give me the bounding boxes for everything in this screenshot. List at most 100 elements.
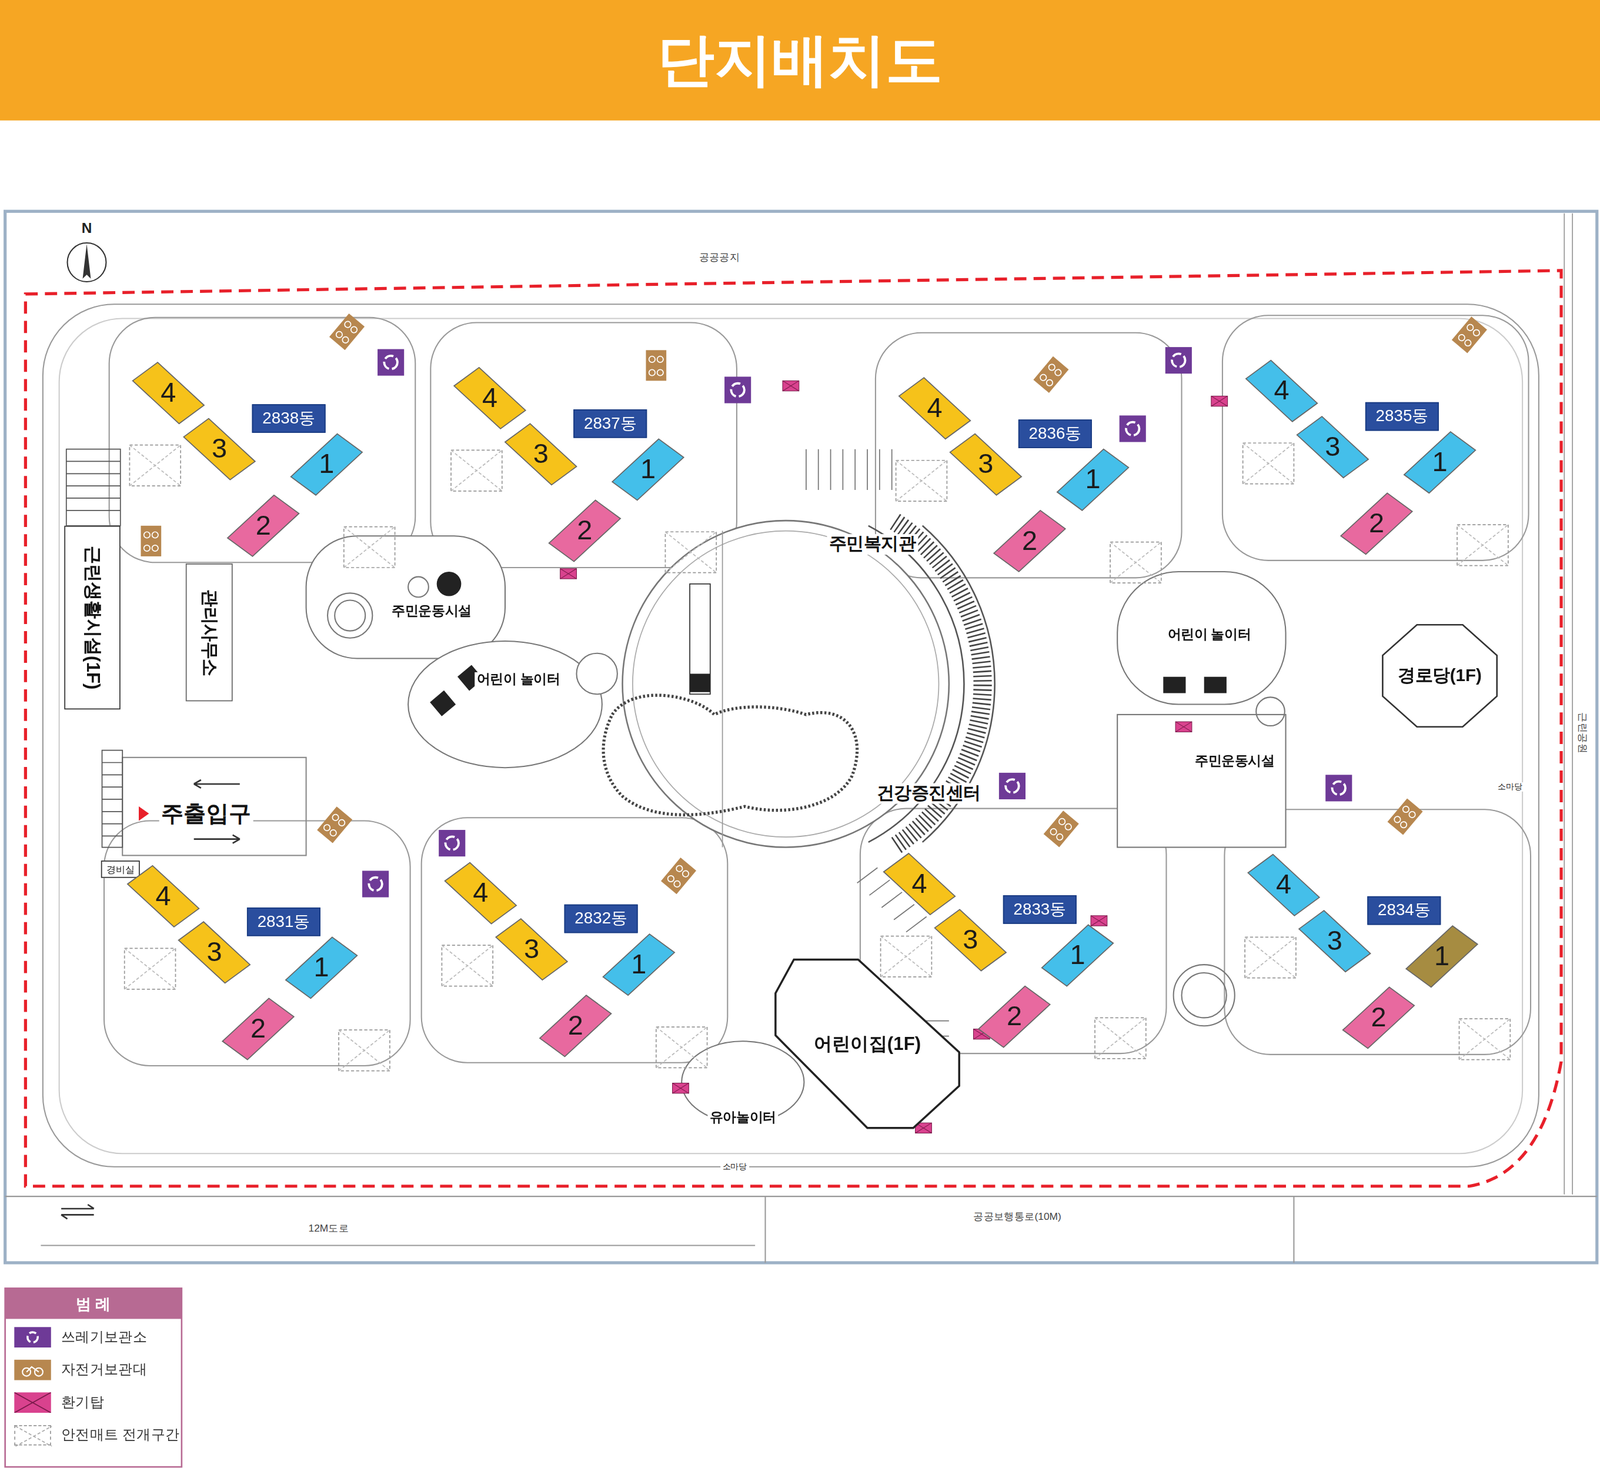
bike-rack-icons xyxy=(140,525,162,557)
unit-line-block: 3 xyxy=(934,909,1007,971)
unit-line-block-shape xyxy=(1340,492,1412,554)
unit-line-block-shape xyxy=(603,933,675,995)
safety-mats xyxy=(1457,524,1509,566)
playgrounds xyxy=(576,653,617,694)
unit-line-block: 4 xyxy=(1247,854,1319,916)
safety-mats xyxy=(880,936,933,977)
unit-line-block: 4 xyxy=(132,362,205,424)
road-network xyxy=(59,318,1523,1154)
north-compass xyxy=(67,242,107,282)
unit-line-block-text: 3 xyxy=(211,433,227,466)
site-frame xyxy=(5,211,1598,1263)
site-frame xyxy=(61,1204,95,1219)
playgrounds xyxy=(1173,964,1235,1026)
unit-line-block-shape xyxy=(993,510,1065,572)
safety-mats xyxy=(343,526,396,568)
playgrounds xyxy=(306,535,506,658)
legend-text: 쓰레기보관소 xyxy=(61,1327,148,1345)
retail-building: 근린생활시설(1F) xyxy=(64,525,120,710)
road-network xyxy=(430,322,737,568)
bike-rack-icons xyxy=(1387,797,1424,835)
retail-building-text: 근린생활시설(1F) xyxy=(81,545,103,690)
trash-storage-icons xyxy=(1119,415,1147,442)
safety-mats xyxy=(1459,1018,1511,1060)
unit-line-block-text: 3 xyxy=(1324,431,1341,463)
site-boundary xyxy=(25,270,1562,1187)
area-label: 공공공지 xyxy=(696,251,742,263)
bike-rack-icons xyxy=(329,313,365,350)
unit-line-block-shape xyxy=(285,936,357,998)
north-compass xyxy=(82,244,92,279)
unit-line-block: 4 xyxy=(453,367,526,429)
vent-tower-icons xyxy=(560,568,577,579)
unit-line-block-text: 3 xyxy=(1327,924,1343,957)
unit-line-block-text: 2 xyxy=(576,515,593,547)
unit-line-block-shape xyxy=(1247,854,1319,916)
trash-storage-icons xyxy=(1325,774,1352,801)
building-number-tag: 2831동 xyxy=(246,907,321,937)
unit-line-block-shape xyxy=(934,909,1007,971)
daycare-building-text: 어린이집(1F) xyxy=(813,1033,921,1055)
legend-swatch xyxy=(27,1331,38,1342)
playgrounds xyxy=(1256,696,1285,726)
unit-line-block-text: 1 xyxy=(318,448,334,481)
unit-line-block-shape xyxy=(1405,925,1478,987)
legend-swatch xyxy=(15,1425,52,1447)
site-frame xyxy=(1564,213,1573,1195)
unit-line-block-text: 2 xyxy=(255,509,272,542)
unit-line-block-text: 2 xyxy=(1021,525,1038,557)
facility-label: 주민복지관 xyxy=(826,533,918,554)
facility-label: 유아놀이터 xyxy=(707,1110,778,1126)
legend-swatch xyxy=(14,1424,51,1446)
entrance-arrows xyxy=(194,834,240,844)
facility-label: 건강증진센터 xyxy=(874,783,983,804)
central-plaza xyxy=(689,583,711,694)
title-band: 단지배치도 xyxy=(0,0,1600,121)
safety-mats xyxy=(338,1029,390,1071)
legend-swatch xyxy=(14,1391,51,1413)
unit-line-block-shape xyxy=(132,362,205,424)
facility-label: 주민운동시설 xyxy=(1193,753,1277,770)
road-label: 12M도로 xyxy=(306,1221,351,1234)
unit-line-block: 2 xyxy=(978,986,1050,1048)
trash-storage-icons xyxy=(1165,346,1192,374)
management-office-text: 관리사무소 xyxy=(199,588,220,676)
unit-line-block: 1 xyxy=(1404,431,1476,493)
unit-line-block-text: 2 xyxy=(1006,1000,1022,1033)
road-network xyxy=(122,757,306,856)
bike-rack-icons xyxy=(316,806,353,843)
building-number-tag-text: 2836동 xyxy=(1029,424,1082,444)
unit-line-block-text: 1 xyxy=(1069,939,1085,972)
unit-line-block: 2 xyxy=(227,495,299,557)
building-number-tag-text: 2835동 xyxy=(1375,406,1429,426)
unit-line-block-text: 1 xyxy=(1434,940,1450,972)
unit-line-block-text: 3 xyxy=(533,438,549,470)
building-number-tag-text: 2838동 xyxy=(262,409,316,429)
vent-tower-icons xyxy=(1211,395,1228,406)
central-plaza xyxy=(689,673,711,692)
bike-rack-icons xyxy=(660,857,697,894)
unit-line-block-shape xyxy=(505,423,577,485)
road-network xyxy=(104,820,411,1066)
unit-line-block: 3 xyxy=(505,423,577,485)
legend-swatch xyxy=(14,1359,51,1381)
senior-center: 경로당(1F) xyxy=(1382,624,1497,727)
playgrounds xyxy=(334,600,366,631)
building-number-tag-text: 2837동 xyxy=(583,413,637,433)
unit-line-block-text: 4 xyxy=(1276,869,1292,901)
unit-line-block-shape xyxy=(445,862,517,924)
unit-line-block-text: 4 xyxy=(911,867,927,900)
building-number-tag: 2837동 xyxy=(573,409,647,439)
unit-line-block-shape xyxy=(227,495,299,557)
unit-line-block: 4 xyxy=(445,862,517,924)
playgrounds xyxy=(1181,972,1227,1018)
compass-letter: N xyxy=(79,219,95,236)
area-label: 근린공원 xyxy=(1577,710,1589,756)
building-number-tag-text: 2834동 xyxy=(1377,900,1431,920)
bike-rack-icons xyxy=(140,313,1487,894)
central-plaza xyxy=(603,520,995,847)
guard-house-text: 경비실 xyxy=(106,863,135,875)
legend-swatch xyxy=(14,1359,51,1381)
facility-label: 주민운동시설 xyxy=(389,603,474,620)
